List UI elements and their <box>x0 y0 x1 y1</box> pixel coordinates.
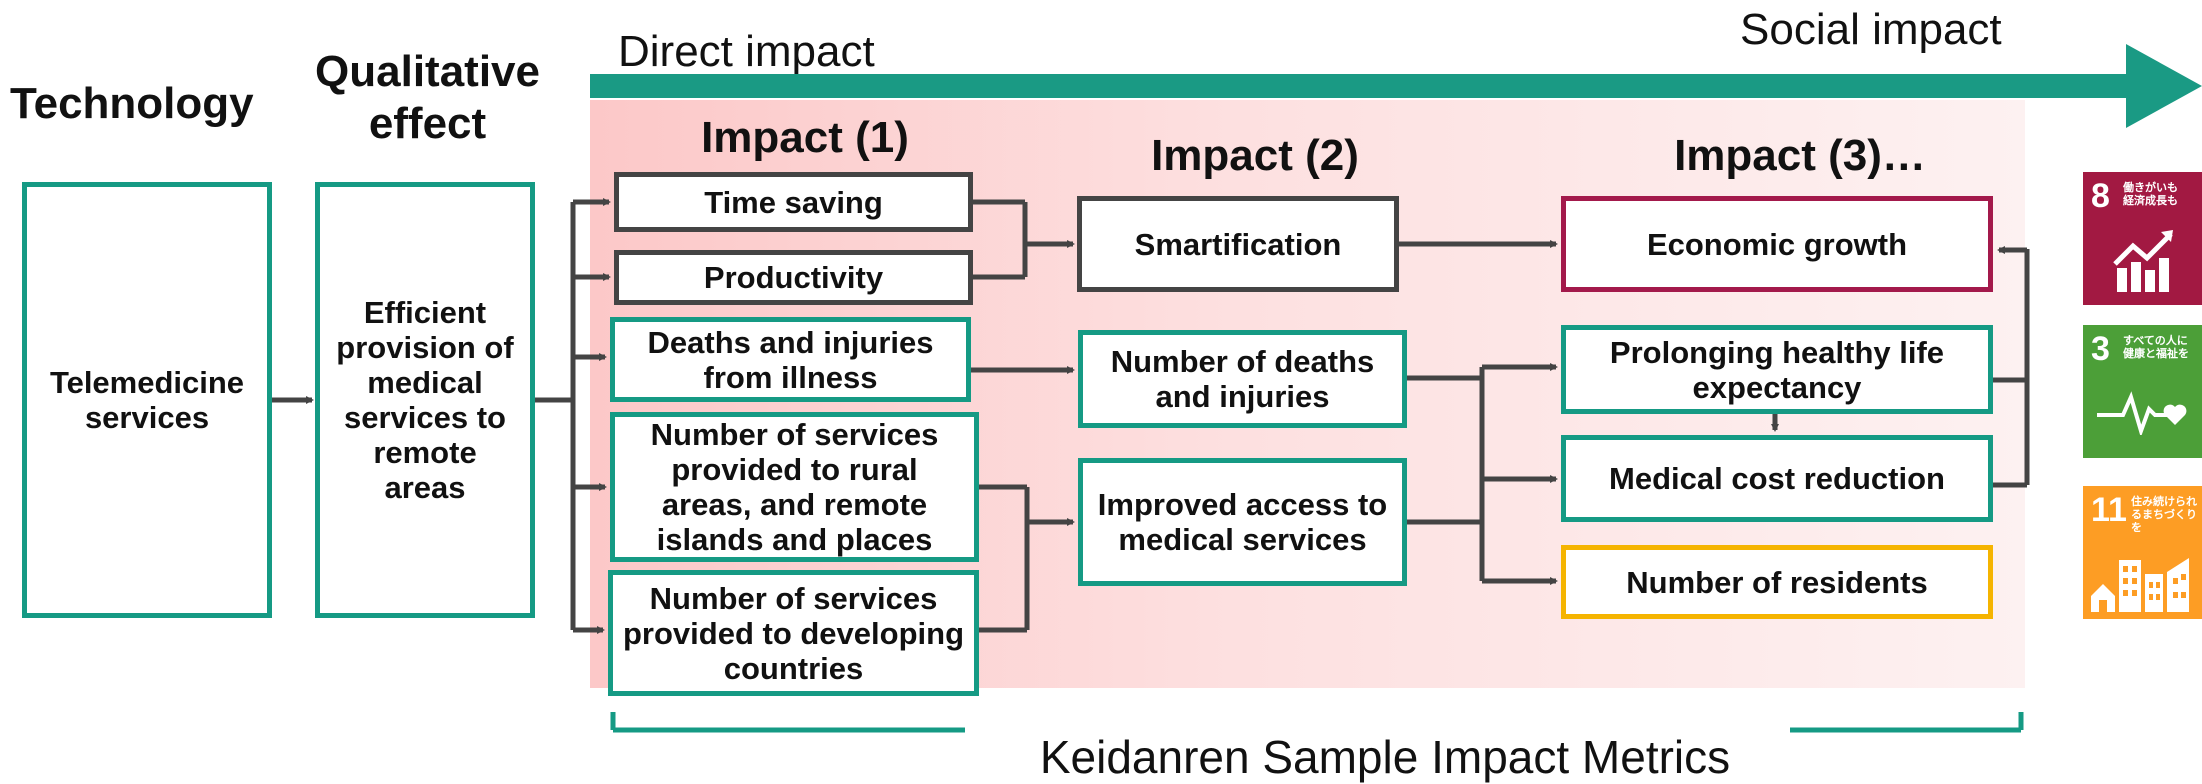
number-of-deaths-injuries-box: Number of deaths and injuries <box>1078 330 1407 428</box>
sdg-3-number: 3 <box>2091 330 2110 368</box>
services-rural-areas-box: Number of services provided to rural are… <box>610 412 979 562</box>
improved-access-box: Improved access to medical services <box>1078 458 1407 586</box>
footer-caption: Keidanren Sample Impact Metrics <box>1039 731 1731 783</box>
productivity-box: Productivity <box>614 250 973 305</box>
time-saving-box: Time saving <box>614 172 973 232</box>
prolonging-healthy-life-box: Prolonging healthy life expectancy <box>1561 325 1993 414</box>
rising-chart-icon <box>2113 230 2173 292</box>
sdg-8-number: 8 <box>2091 177 2110 215</box>
heading-impact-1: Impact (1) <box>701 113 909 162</box>
sdg-11-tile: 11 住み続けられるまちづくりを <box>2083 486 2202 619</box>
sdg-3-text: すべての人に健康と福祉を <box>2123 335 2189 360</box>
number-of-residents-box: Number of residents <box>1561 545 1993 619</box>
big-arrow-shaft <box>590 74 2130 98</box>
heading-impact-3: Impact (3)… <box>1674 131 1926 180</box>
sdg-11-text: 住み続けられるまちづくりを <box>2131 496 2197 534</box>
sdg-3-tile: 3 すべての人に健康と福祉を <box>2083 325 2202 458</box>
heading-impact-2: Impact (2) <box>1151 131 1359 180</box>
services-developing-countries-box: Number of services provided to developin… <box>608 570 979 696</box>
sdg-11-number: 11 <box>2091 491 2127 529</box>
direct-impact-label: Direct impact <box>618 27 875 76</box>
economic-growth-box: Economic growth <box>1561 196 1993 292</box>
medical-cost-reduction-box: Medical cost reduction <box>1561 435 1993 522</box>
smartification-box: Smartification <box>1077 196 1399 292</box>
telemedicine-services-box: Telemedicine services <box>22 182 272 618</box>
sdg-8-text: 働きがいも経済成長も <box>2123 182 2178 207</box>
deaths-injuries-illness-box: Deaths and injuries from illness <box>610 317 971 402</box>
heartbeat-icon <box>2097 391 2187 435</box>
heading-technology: Technology <box>10 79 254 128</box>
social-impact-label: Social impact <box>1740 5 2002 54</box>
sdg-8-tile: 8 働きがいも経済成長も <box>2083 172 2202 305</box>
big-arrow-head <box>2126 44 2202 128</box>
footer-bracket <box>610 712 2024 733</box>
efficient-provision-box: Efficient provision of medical services … <box>315 182 535 618</box>
heading-qualitative-effect: Qualitative effect <box>315 47 540 148</box>
city-buildings-icon <box>2091 558 2189 612</box>
